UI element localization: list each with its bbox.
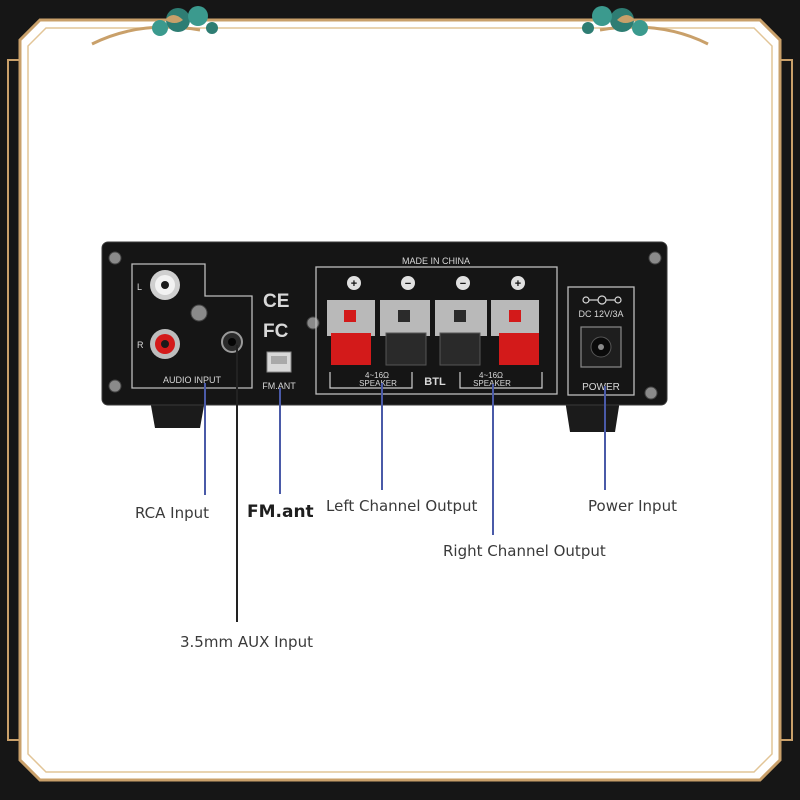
audio-input-label: AUDIO INPUT — [163, 375, 222, 385]
power-outline — [567, 286, 635, 396]
front-foot-left — [150, 400, 205, 428]
polarity-symbols: + − − + — [347, 276, 525, 290]
channel-l-label: L — [137, 282, 142, 292]
aux-jack — [221, 331, 243, 353]
cloud-ornament-left — [91, 6, 218, 46]
channel-r-label: R — [137, 340, 144, 350]
callout-lines — [204, 345, 606, 622]
aux-input-callout: 3.5mm AUX Input — [180, 633, 313, 651]
right-channel-callout: Right Channel Output — [443, 542, 606, 560]
speaker-clips — [327, 300, 539, 366]
terminal-left-positive — [331, 333, 371, 365]
cloud-ornament-right — [582, 6, 709, 46]
rca-jack-red — [150, 329, 180, 359]
svg-text:+: + — [515, 278, 521, 290]
front-foot-right — [565, 400, 620, 432]
terminal-left-negative — [385, 332, 427, 366]
power-label: POWER — [582, 382, 620, 393]
power-input-callout: Power Input — [588, 497, 677, 515]
left-channel-callout: Left Channel Output — [326, 497, 478, 515]
svg-text:+: + — [351, 278, 357, 290]
terminal-right-negative — [439, 332, 481, 366]
dc-rating: DC 12V/3A — [578, 309, 623, 319]
btl-label: BTL — [424, 376, 446, 388]
terminal-right-positive — [499, 333, 539, 365]
made-in-label: MADE IN CHINA — [402, 256, 470, 266]
speaker-label-left: SPEAKER — [359, 379, 397, 388]
svg-text:−: − — [460, 278, 466, 290]
svg-text:−: − — [405, 278, 411, 290]
rca-jack-white — [150, 270, 180, 300]
impedance-left: 4~16Ω — [365, 371, 389, 380]
impedance-right: 4~16Ω — [479, 371, 503, 380]
amplifier-back-panel: L R AUDIO INPUT CE FC FM.ANT MADE IN CHI… — [101, 241, 668, 432]
fc-mark: FC — [263, 321, 289, 342]
panel-screws — [108, 251, 662, 400]
dc-polarity-icon — [582, 295, 622, 305]
speaker-terminal-outline — [315, 266, 558, 395]
fm-ant-callout: FM.ant — [247, 502, 314, 522]
rca-input-callout: RCA Input — [135, 504, 210, 522]
dc-power-jack — [580, 326, 622, 368]
ce-mark: CE — [263, 291, 289, 312]
speaker-label-right: SPEAKER — [473, 379, 511, 388]
audio-input-outline — [131, 263, 253, 389]
fm-ant-label: FM.ANT — [262, 381, 296, 391]
